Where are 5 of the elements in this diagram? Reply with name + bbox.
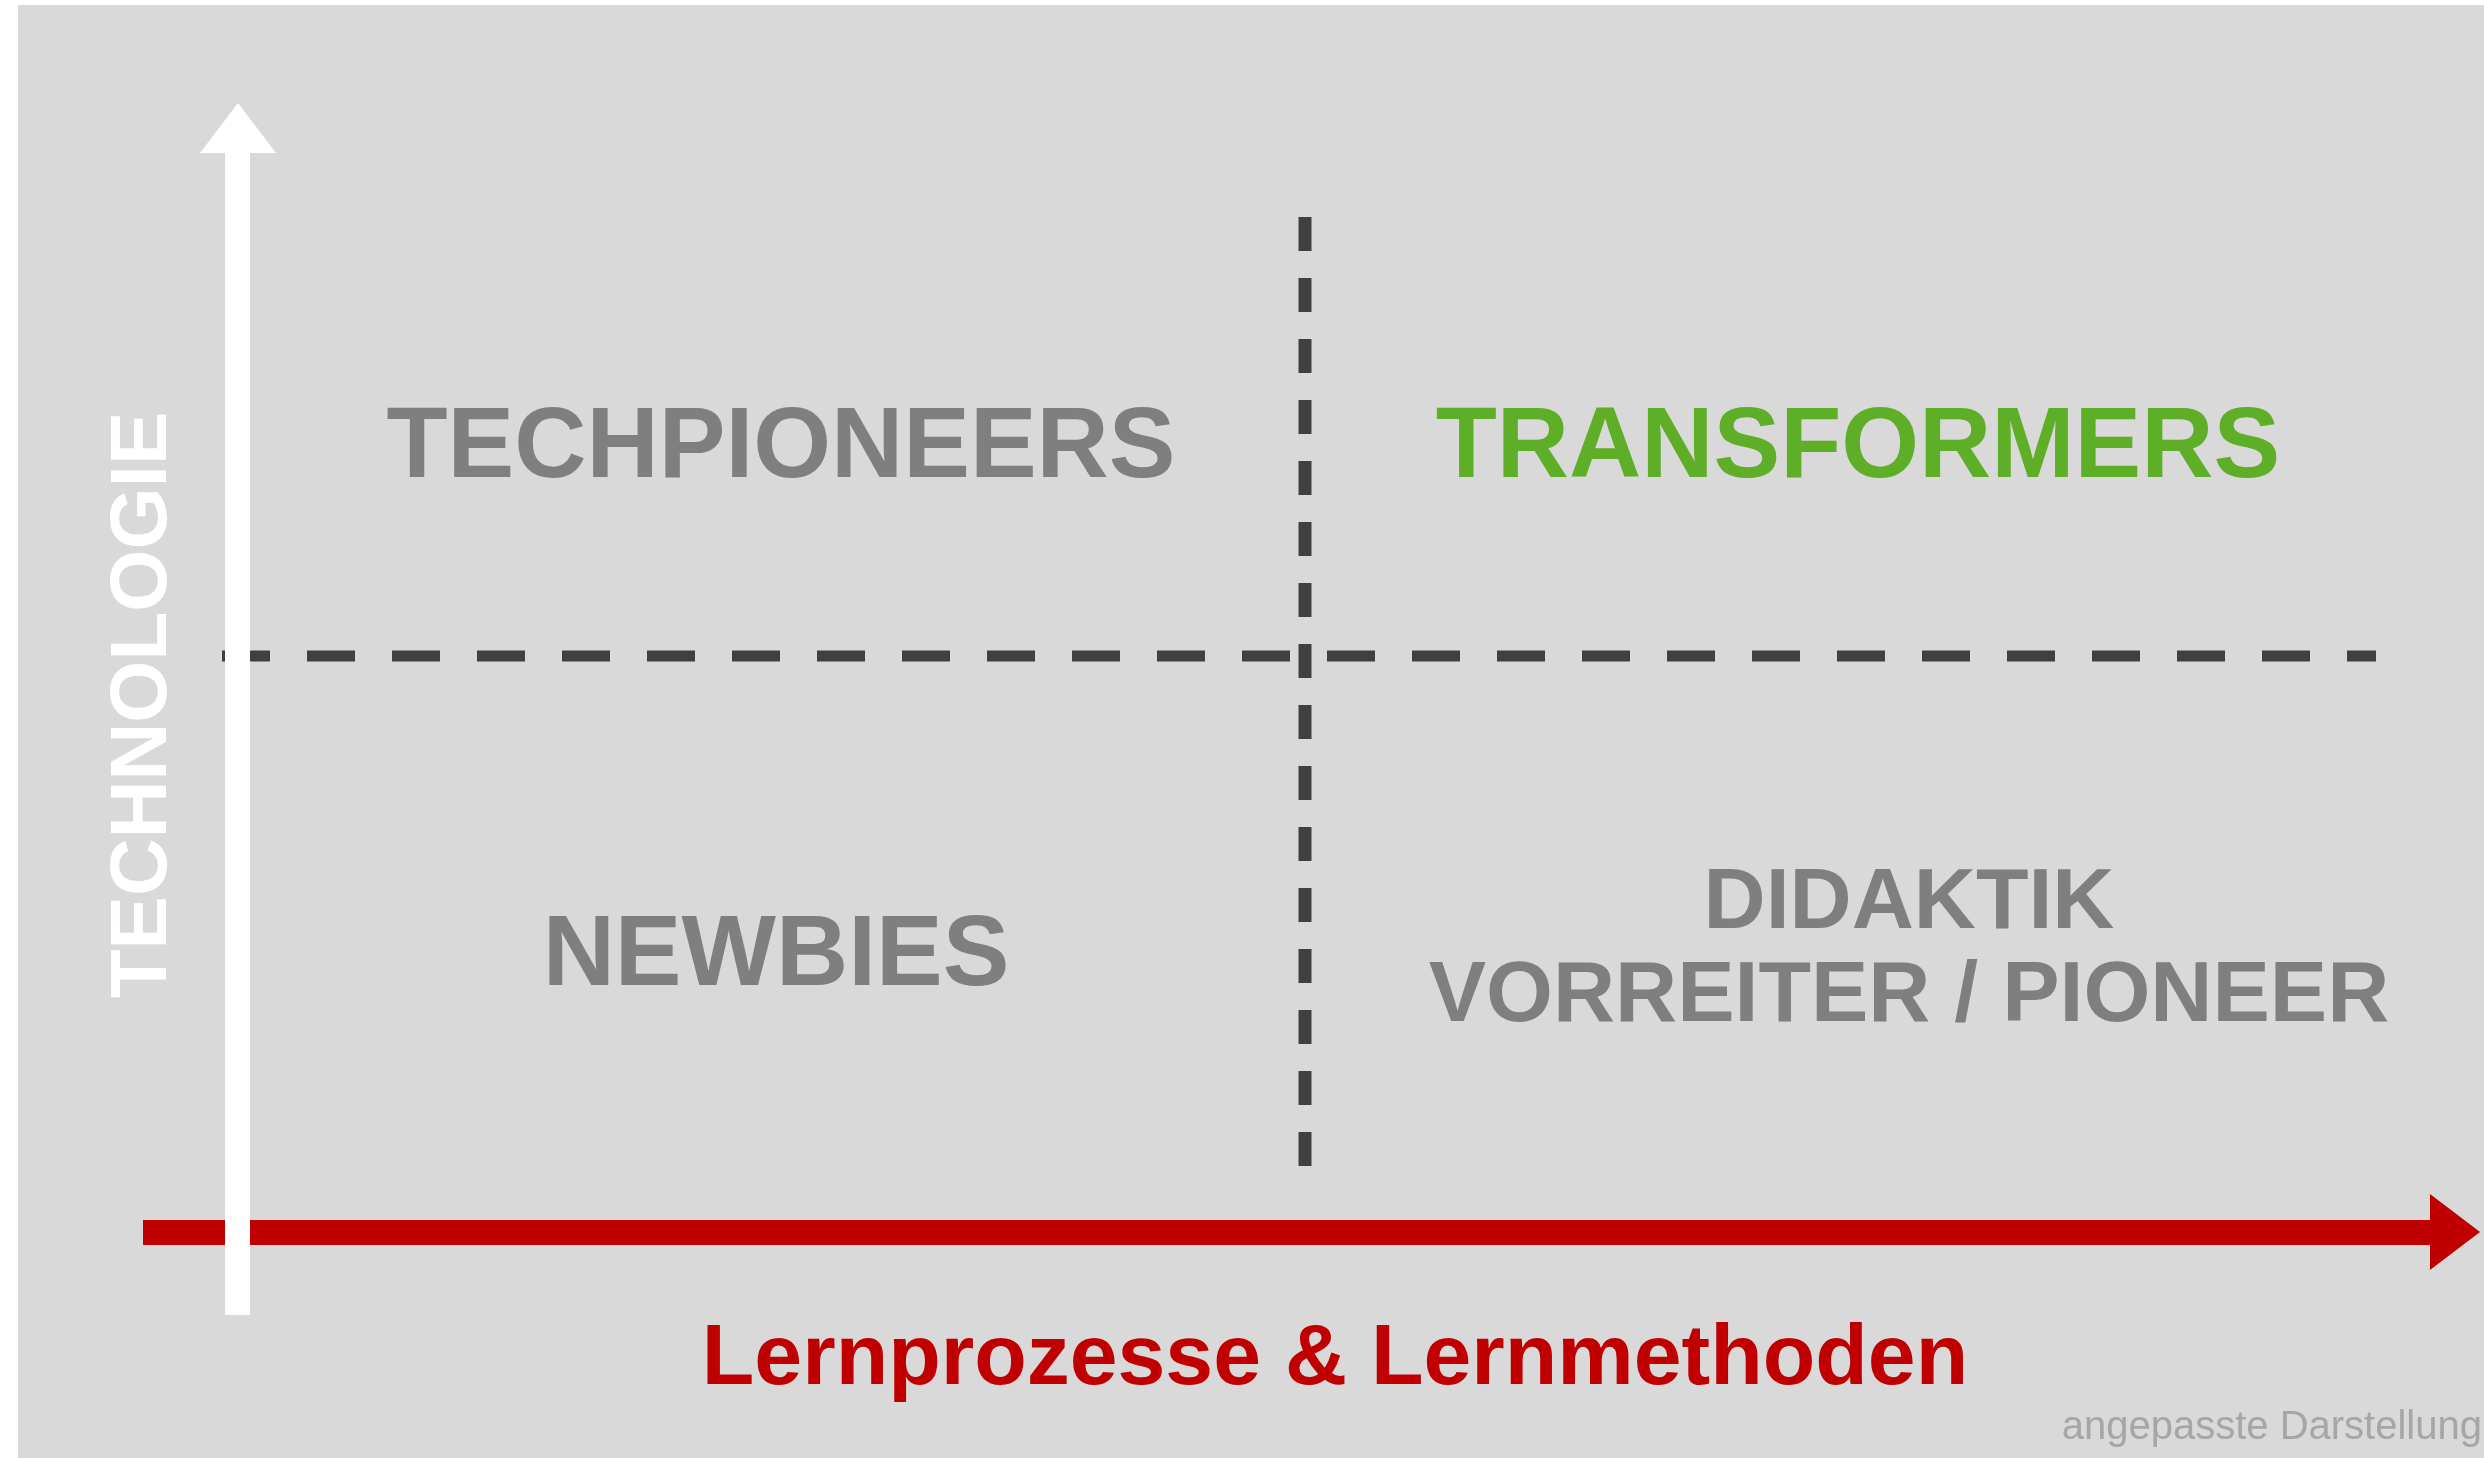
quadrant-label: DIDAKTIK VORREITER / PIONEER bbox=[1428, 852, 2390, 1038]
x-axis-title: Lernprozesse & Lernmethoden bbox=[701, 1307, 1969, 1401]
quadrant-label: TECHPIONEERS bbox=[386, 388, 1176, 496]
quadrant-label: TRANSFORMERS bbox=[1435, 388, 2281, 496]
quadrant-label: NEWBIES bbox=[542, 896, 1010, 1004]
